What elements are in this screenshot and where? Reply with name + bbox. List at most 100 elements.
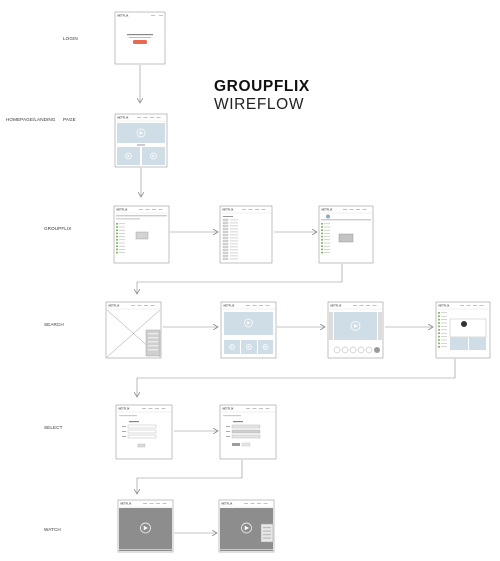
progress-bar [220,549,273,550]
row-label-select: SELECT [44,425,63,430]
invite-popup [338,233,354,243]
brand-logo: NETFLIX [223,407,234,411]
list-checkbox [222,242,229,245]
confirm-button [232,443,240,446]
list-header [223,216,233,217]
friend-status [116,242,118,244]
brand-logo: NETFLIX [439,304,450,308]
friend-status [438,339,440,341]
friend-status [438,312,440,314]
result-line [148,349,158,351]
list-item [230,243,238,245]
section-label [137,144,145,146]
row-label-watch: WATCH [44,527,61,532]
result-line [148,341,158,343]
play-icon [136,128,146,138]
play-icon-triangle [244,525,249,531]
list-checkbox [222,245,229,248]
brand-logo: NETFLIX [331,304,342,308]
friend-status [116,235,118,238]
play-icon-triangle [127,154,130,158]
list-item [230,237,238,239]
friend-status [116,248,118,251]
friend-status [321,226,323,228]
form-label [122,436,126,437]
diagram-subtitle: WIREFLOW [214,96,305,113]
list-item [230,219,238,221]
form-title [233,421,243,423]
avatar [326,214,330,219]
profile-avatar [461,321,467,327]
tab-bar [321,219,371,221]
brand-logo: NETFLIX [224,304,235,308]
form-field [127,434,157,439]
play-icon-triangle [264,345,267,349]
friend-status [438,346,440,348]
media-thumb [469,337,486,350]
row-label-homepage-page: PAGE [63,117,76,122]
friend-status [321,245,323,247]
friend-status [116,232,118,235]
brand-logo: NETFLIX [118,116,129,120]
login-button [133,40,147,44]
brand-logo: NETFLIX [121,502,132,506]
friend-status [116,229,118,231]
play-icon [229,344,235,350]
arrow-groupflix-search [137,264,343,294]
list-checkbox [222,233,229,236]
group-popup [135,231,149,240]
video-player [119,508,172,551]
friend-status [116,251,118,254]
scroll-rail [329,312,333,340]
play-icon-triangle [353,323,358,329]
result-line [148,333,158,335]
form-field [231,429,261,434]
brand-logo: NETFLIX [109,304,120,308]
play-icon-triangle [143,525,148,531]
play-icon [262,344,269,350]
list-checkbox [222,227,229,230]
chat-line [263,537,271,539]
friend-status [321,251,323,254]
tab-bar [223,415,241,417]
result-line [148,337,158,339]
diagram-title: GROUPFLIX [214,78,310,95]
friend-status [438,322,440,324]
form-field [231,424,261,429]
screens-group: NETFLIX NETFLIX NETFLIX NETFLIX NETFLIX NETFL… [105,11,491,553]
detail-card [449,318,487,338]
arrow-search-select [137,359,456,397]
list-item [230,258,238,260]
friend-status [116,239,118,241]
row-label-search: SEARCH [44,322,64,327]
list-item [230,228,238,230]
list-item [230,246,238,248]
friend-status [321,229,323,231]
friend-status [438,318,440,321]
list-item [230,240,238,242]
chat-line [263,527,271,529]
friend-status [116,245,118,247]
play-icon-triangle [139,131,143,135]
list-item [230,255,238,257]
brand-logo: NETFLIX [118,14,129,18]
friend-status [116,226,118,228]
placeholder-cross [106,309,161,358]
list-checkbox [222,236,229,239]
list-checkbox [222,218,229,221]
play-icon [140,522,151,534]
friend-status [438,329,440,331]
play-icon [244,318,253,328]
list-item [230,225,238,227]
list-checkbox [222,230,229,233]
form-field [127,424,157,429]
progress-bar [119,549,172,550]
friend-status [438,342,440,345]
list-item [230,234,238,236]
tab-bar [116,215,167,217]
play-icon-triangle [247,321,251,325]
chat-line [263,534,271,536]
play-icon [125,152,132,160]
chat-panel [260,523,274,543]
result-line [148,345,158,347]
